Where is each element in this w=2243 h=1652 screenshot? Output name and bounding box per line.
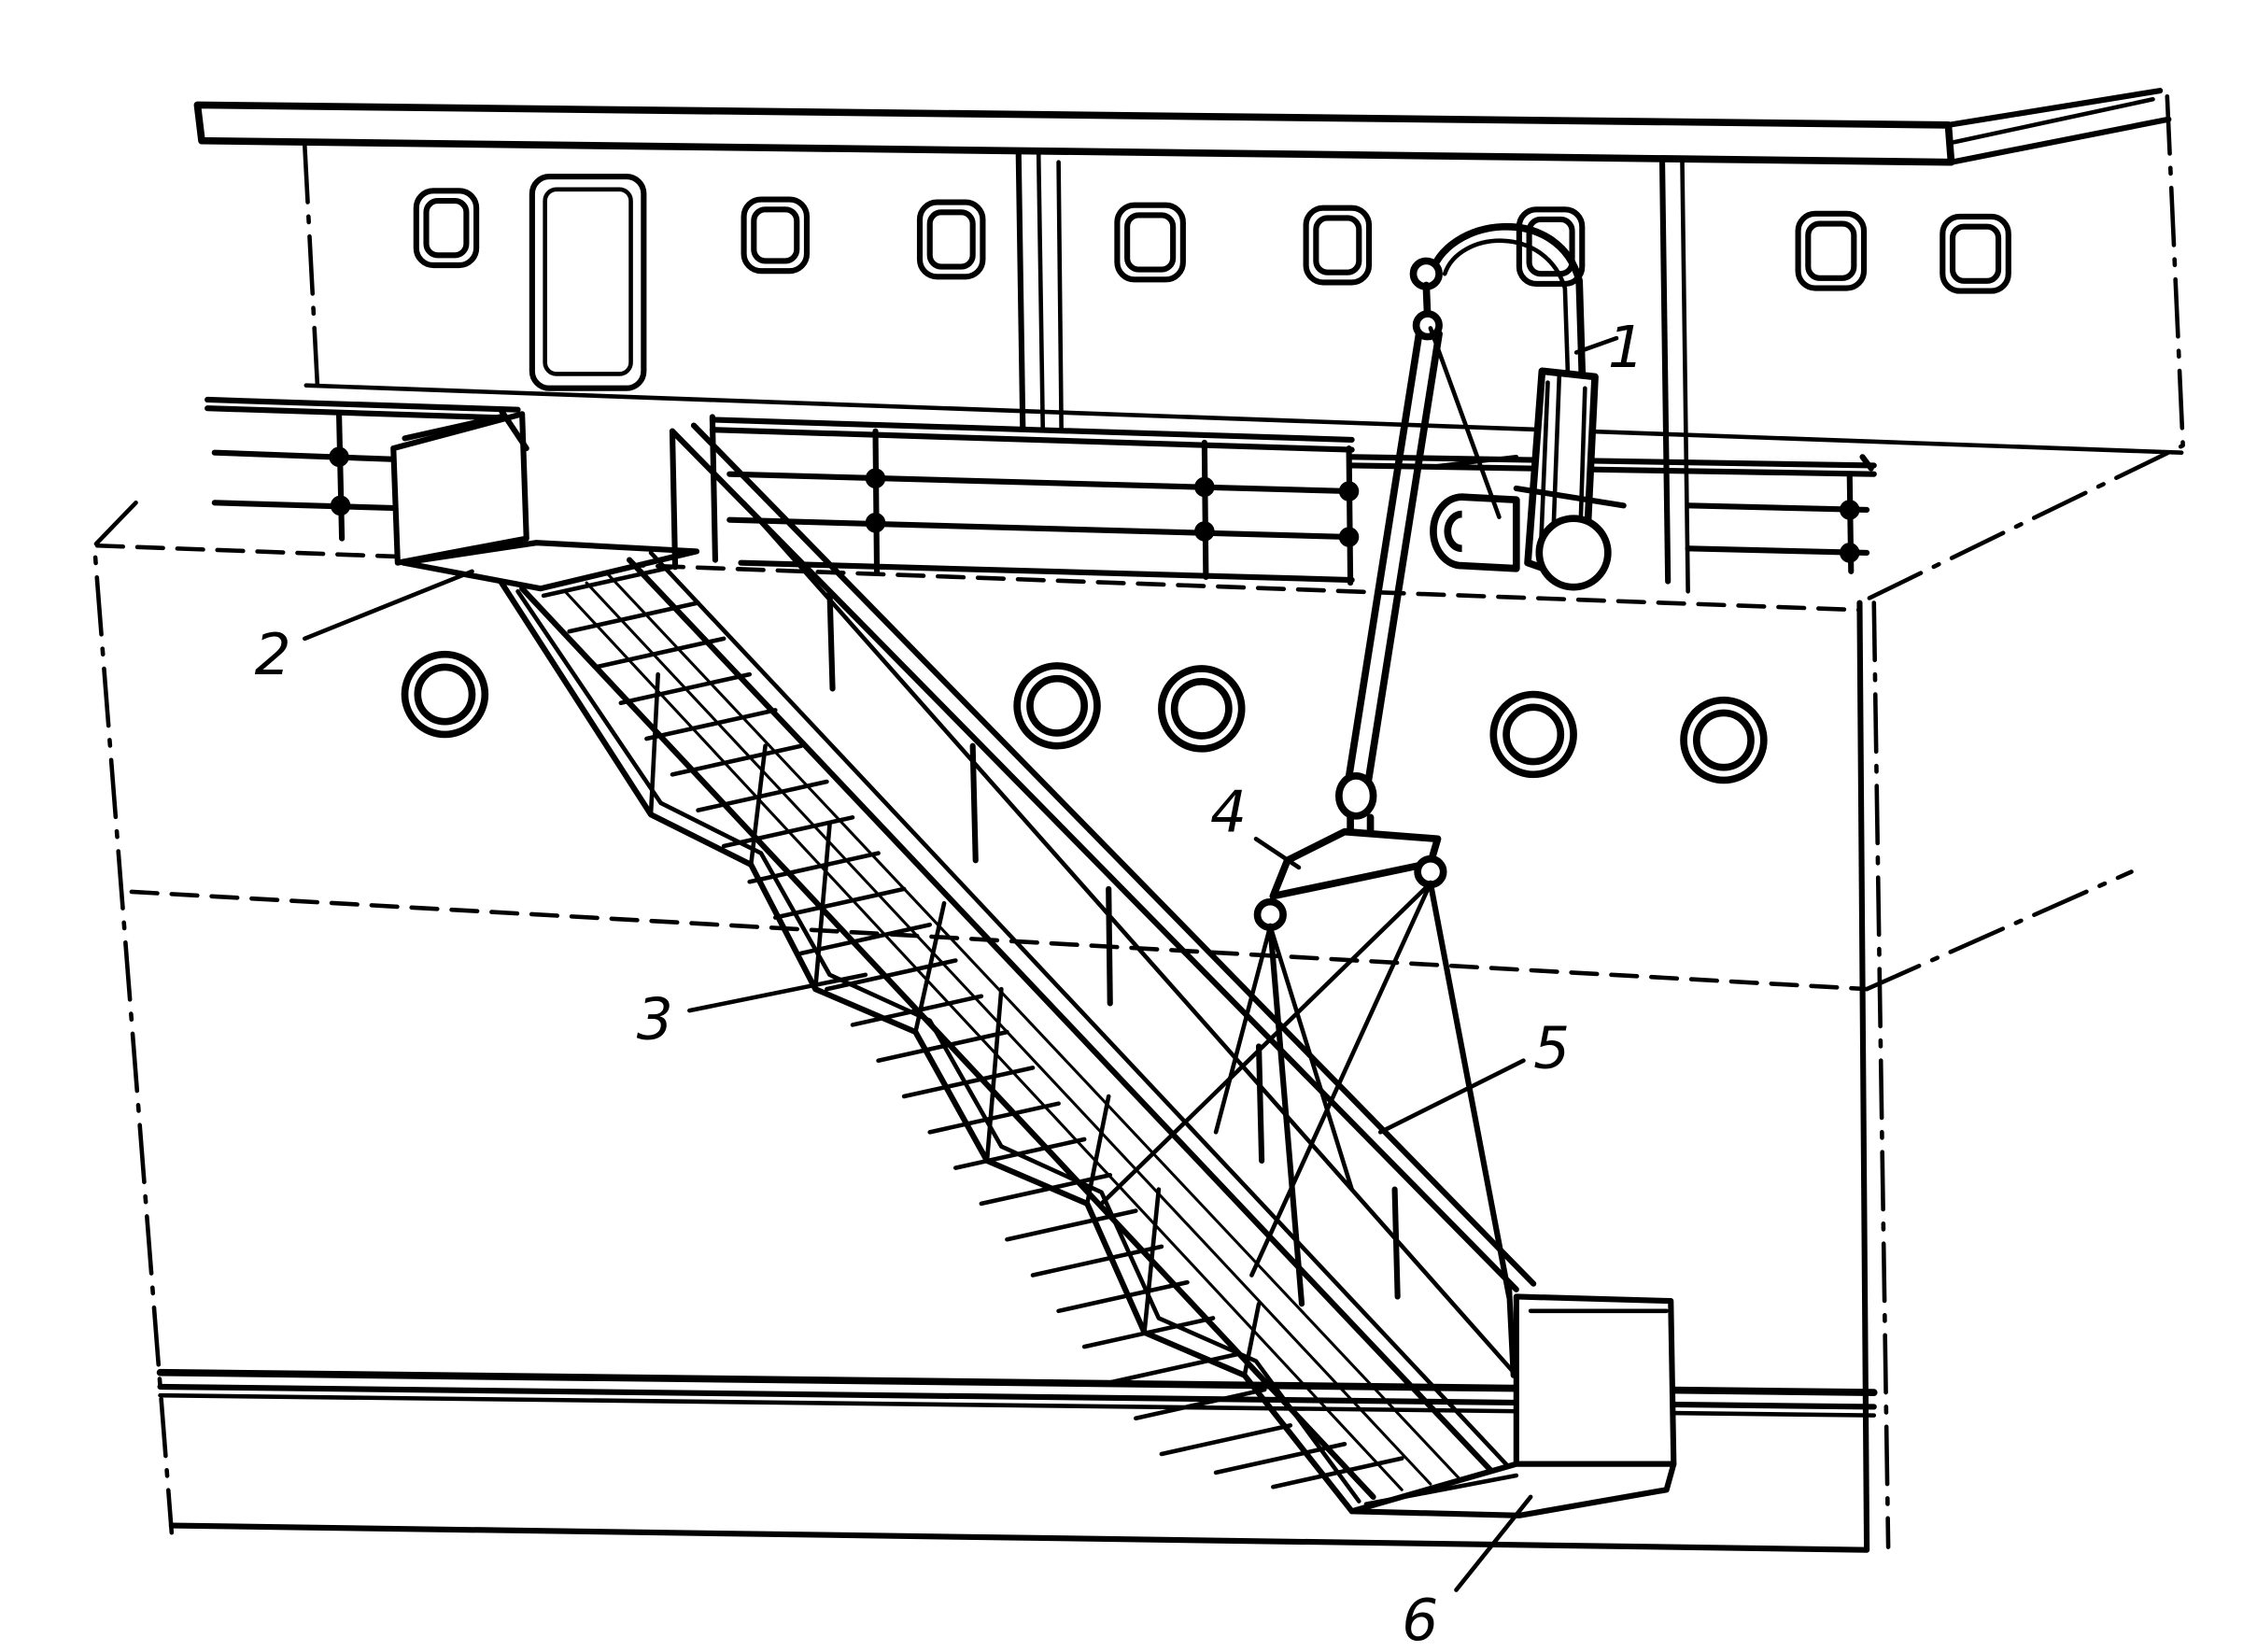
callout-5-label: 5 <box>1533 1015 1570 1081</box>
round-portholes <box>401 650 1768 784</box>
lower-platform <box>1348 1293 1677 1518</box>
superstructure <box>193 88 2185 605</box>
upper-platform <box>390 406 700 592</box>
callout-1-label: 1 <box>1608 315 1644 381</box>
ladder-flight <box>498 550 1526 1515</box>
hoist-strut <box>1335 326 1502 839</box>
deck-railing <box>205 396 1877 586</box>
superstructure-cutline-left <box>302 143 320 391</box>
callout-2-label: 2 <box>255 622 291 688</box>
hull-bottom-edge <box>168 600 1870 1553</box>
callout-3-label: 3 <box>637 987 673 1053</box>
callout-2: 2 <box>255 569 474 688</box>
callout-6-label: 6 <box>1402 1588 1438 1652</box>
waterline <box>129 889 1869 992</box>
ladder-grating-long <box>563 572 1461 1491</box>
winch-davit <box>1409 222 1627 591</box>
callout-5: 5 <box>1377 1015 1570 1135</box>
callout-6: 6 <box>1402 1494 1533 1652</box>
callout-4: 4 <box>1210 780 1302 870</box>
door <box>529 173 647 391</box>
callout-1: 1 <box>1573 315 1644 381</box>
roof-deck <box>193 101 1955 166</box>
square-windows <box>413 188 2011 294</box>
hull-sheer-line <box>94 543 1862 613</box>
callout-3: 3 <box>637 972 868 1053</box>
handrail <box>669 414 1537 1378</box>
hull-cutline-left <box>92 500 175 1535</box>
hull <box>92 500 2134 1553</box>
callout-4-label: 4 <box>1210 780 1247 846</box>
superstructure-cutline-right <box>1857 93 2185 605</box>
callouts: 1 2 3 4 5 6 <box>255 315 1644 1652</box>
